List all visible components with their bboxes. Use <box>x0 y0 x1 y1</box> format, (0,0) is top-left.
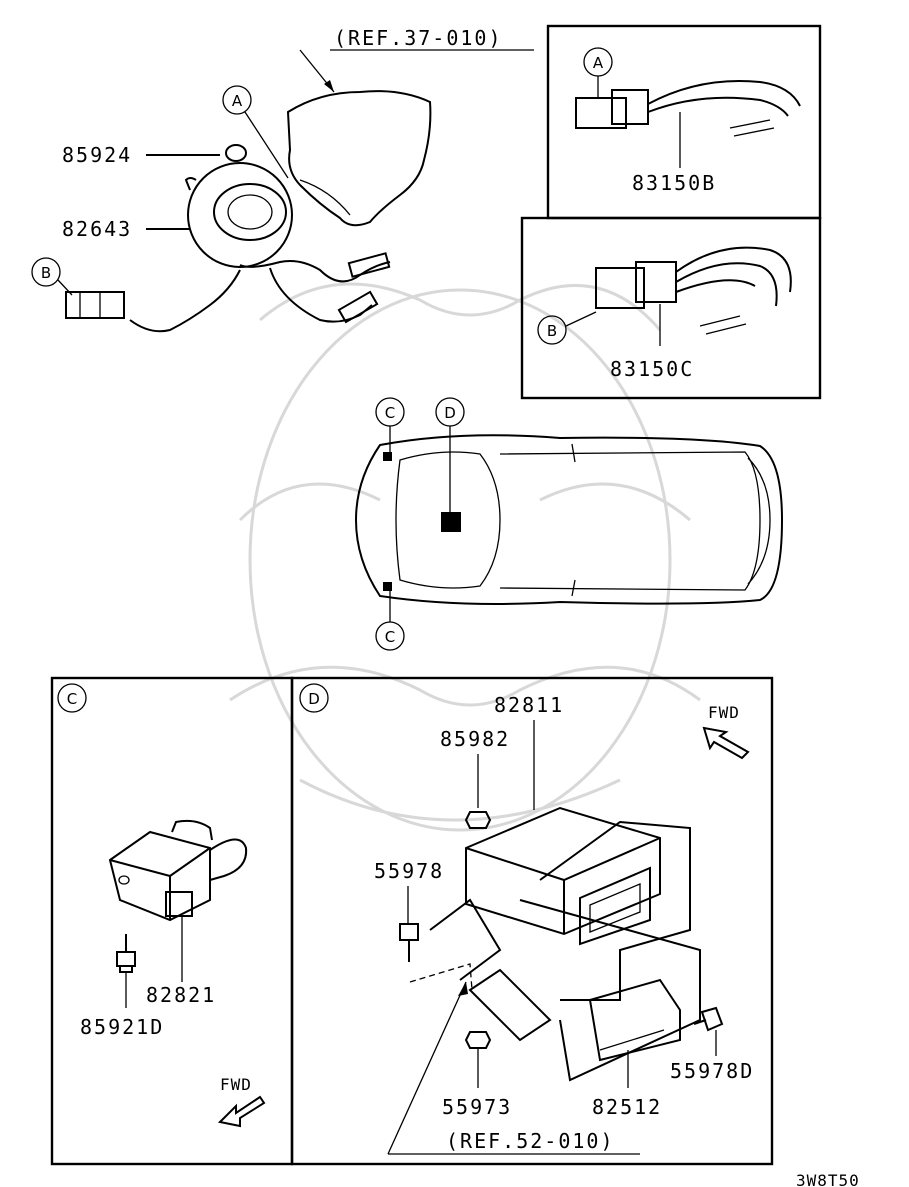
airbag-module-illustration <box>286 90 432 227</box>
bolt-55978-illustration <box>399 923 419 962</box>
fwd-label-d: FWD <box>708 703 740 722</box>
part-label-82821: 82821 <box>146 983 216 1007</box>
callout-a-detail-text: A <box>593 54 604 72</box>
part-label-55973: 55973 <box>442 1095 512 1119</box>
callout-b-detail-text: B <box>547 322 557 340</box>
part-label-83150b: 83150B <box>632 171 716 195</box>
callout-c-bottom: C <box>375 591 405 651</box>
ref-airbag-label: (REF.37-010) <box>334 26 503 50</box>
vehicle-top-view <box>354 434 784 605</box>
side-impact-sensor-illustration <box>108 819 248 922</box>
callout-b-text: B <box>41 264 51 282</box>
ref-floor-label: (REF.52-010) <box>446 1129 615 1153</box>
part-label-82643: 82643 <box>62 217 132 241</box>
part-label-85921d: 85921D <box>80 1015 164 1039</box>
callout-c-top: C <box>375 397 405 452</box>
detail-box-c: C 82821 85921D FWD <box>50 676 294 1166</box>
nut-55973-illustration <box>464 1031 492 1049</box>
fwd-arrow-d: FWD <box>702 703 750 760</box>
callout-a-top: A <box>222 85 289 179</box>
fwd-label-c: FWD <box>220 1075 252 1094</box>
bolt-55978d-illustration <box>693 1006 724 1032</box>
diagram-code: 3W8T50 <box>796 1171 860 1187</box>
part-label-55978: 55978 <box>374 859 444 883</box>
part-label-83150c: 83150C <box>610 357 694 381</box>
callout-a-text: A <box>232 92 243 110</box>
part-label-82512: 82512 <box>592 1095 662 1119</box>
part-85924-callout: 85924 <box>62 143 247 167</box>
callout-d-detail-text: D <box>308 690 320 708</box>
callout-c-detail-text: C <box>67 690 77 708</box>
part-label-82811: 82811 <box>494 693 564 717</box>
part-82643-callout: 82643 <box>62 217 190 241</box>
part-label-55978d: 55978D <box>670 1059 754 1083</box>
part-label-85924: 85924 <box>62 143 132 167</box>
fwd-arrow-c: FWD <box>217 1075 266 1128</box>
callout-d-top: D <box>435 397 465 512</box>
bolt-85921d-illustration <box>116 934 136 1008</box>
callout-d-top-text: D <box>444 404 456 422</box>
clock-spring-illustration <box>65 162 391 333</box>
detail-box-harness-a: A 83150B <box>546 24 822 220</box>
detail-box-harness-b: B 83150C <box>520 216 822 400</box>
ref-airbag-callout: (REF.37-010) <box>299 26 534 93</box>
callout-c-top-text: C <box>385 404 395 422</box>
part-label-85982: 85982 <box>440 727 510 751</box>
callout-c-bottom-text: C <box>385 628 395 646</box>
callout-b-left: B <box>31 257 73 296</box>
srs-control-unit-illustration <box>429 806 701 1082</box>
detail-box-d: D FWD 82811 85982 55978 55 <box>290 676 774 1166</box>
ref-floor-callout: (REF.52-010) <box>387 981 640 1155</box>
